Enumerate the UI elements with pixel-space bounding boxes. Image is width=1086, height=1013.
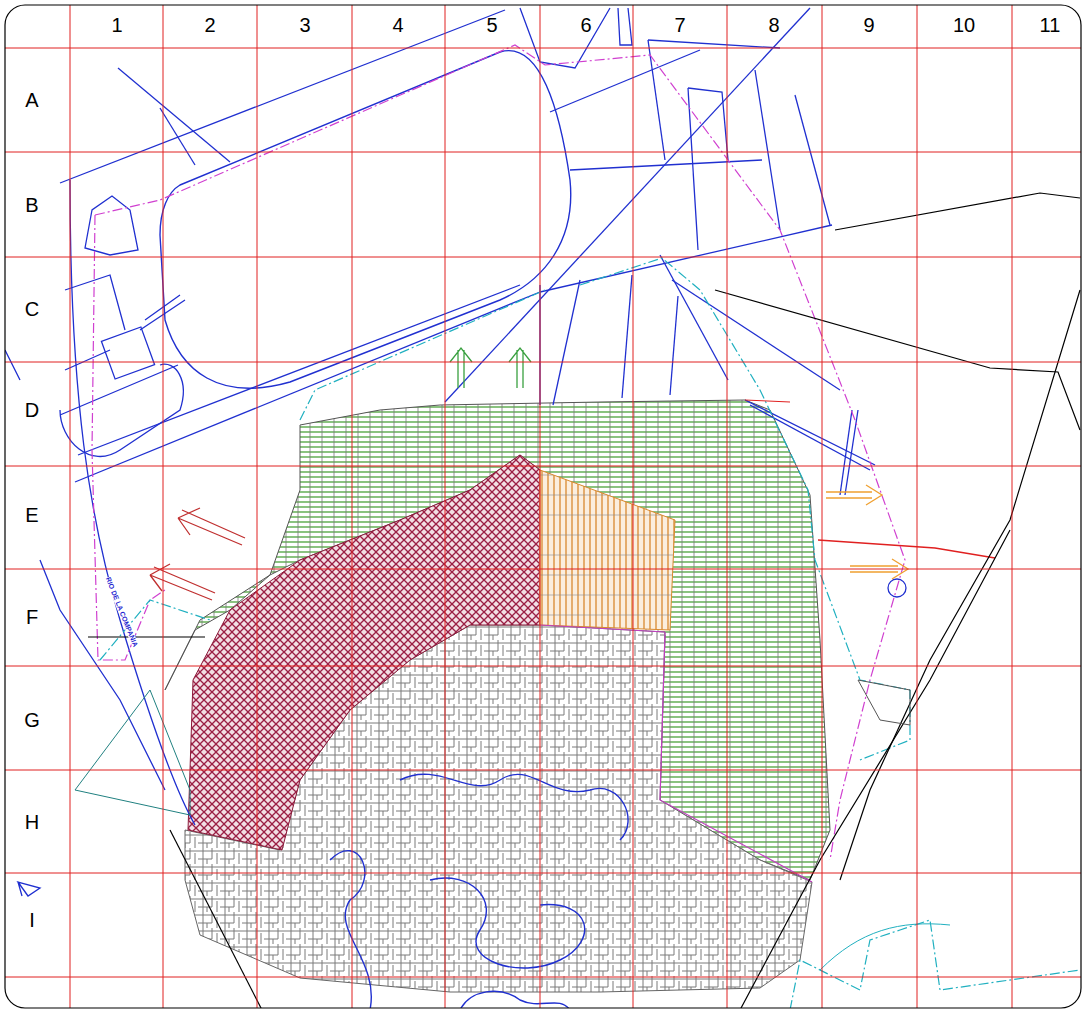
map-frame	[5, 5, 1081, 1008]
grid-label: E	[25, 505, 38, 525]
grid-label: H	[25, 812, 39, 832]
grid-label: 5	[486, 15, 497, 35]
grid-label: 11	[1040, 15, 1061, 35]
grid-label: 1	[111, 15, 122, 35]
grid-lines	[5, 5, 1081, 1008]
grid-label: C	[25, 299, 39, 319]
grid-label: B	[25, 195, 38, 215]
grid-label: G	[24, 710, 40, 730]
grid-label: 4	[392, 15, 403, 35]
grid-label: A	[25, 90, 38, 110]
grid-label: 9	[863, 15, 874, 35]
grid-label: 7	[674, 15, 685, 35]
grid-label: 3	[299, 15, 310, 35]
grid-label: F	[26, 607, 38, 627]
grid-label: 8	[768, 15, 779, 35]
grid-label: 2	[204, 15, 215, 35]
grid-label: D	[25, 400, 39, 420]
grid-label: 6	[580, 15, 591, 35]
grid-label: 10	[953, 15, 975, 35]
grid-label: I	[29, 910, 35, 930]
